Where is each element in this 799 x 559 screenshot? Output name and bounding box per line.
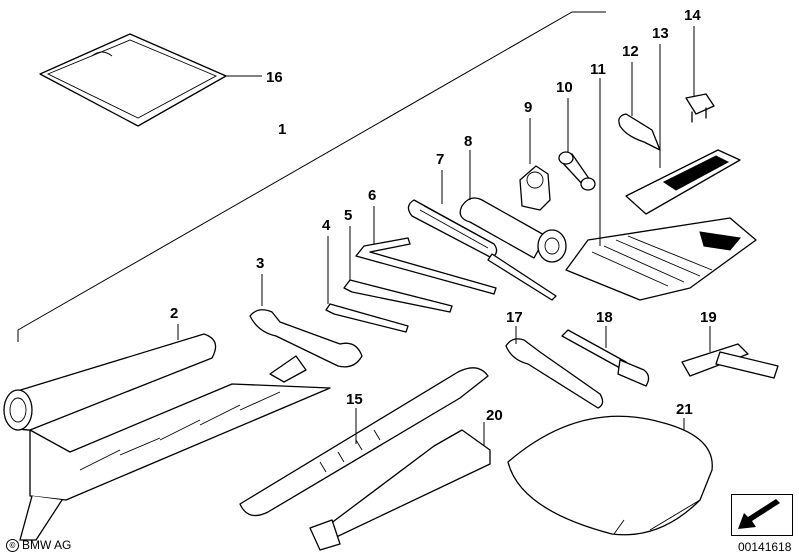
callout-6: 6 — [368, 187, 376, 204]
callout-3: 3 — [256, 255, 264, 272]
part-12-bit[interactable] — [618, 62, 661, 151]
part-6-hex-key[interactable] — [355, 206, 497, 295]
callout-15: 15 — [346, 391, 363, 408]
callout-16: 16 — [266, 69, 283, 86]
copyright-notice: © BMW AG — [6, 538, 71, 552]
callout-20: 20 — [486, 407, 503, 424]
kit-bracket — [17, 11, 606, 342]
part-9-clamp[interactable] — [519, 118, 551, 211]
part-7-screwdriver[interactable] — [407, 170, 557, 301]
document-number: 00141618 — [738, 540, 792, 554]
part-18-socket-wrench[interactable] — [561, 326, 650, 387]
part-13-fuse-puller[interactable] — [625, 44, 741, 215]
callout-21: 21 — [676, 401, 693, 418]
part-11-tool-pouch[interactable] — [565, 78, 757, 301]
part-16-document-folder[interactable] — [39, 33, 262, 127]
callout-18: 18 — [596, 309, 613, 326]
callout-8: 8 — [464, 133, 472, 150]
callout-labels: 1 2 3 4 5 6 7 8 9 10 11 12 13 14 15 16 1… — [170, 7, 717, 424]
callout-10: 10 — [556, 79, 573, 96]
callout-11: 11 — [590, 61, 606, 78]
copyright-icon: © — [6, 538, 19, 552]
part-5-hex-key[interactable] — [343, 226, 453, 313]
callout-2: 2 — [170, 305, 178, 322]
navigation-arrow-button[interactable] — [731, 494, 793, 536]
part-3-open-end-wrench[interactable] — [249, 274, 363, 368]
arrow-down-left-icon — [738, 499, 780, 529]
part-17-hook-wrench[interactable] — [505, 326, 604, 409]
callout-12: 12 — [622, 43, 639, 60]
callout-1: 1 — [278, 121, 286, 138]
part-2-tool-roll[interactable] — [3, 324, 331, 541]
part-14-fuse[interactable] — [685, 26, 715, 123]
part-21-cushion[interactable] — [507, 415, 713, 536]
part-4-hex-key[interactable] — [325, 236, 409, 333]
callout-14: 14 — [684, 7, 701, 24]
part-20-strap[interactable] — [309, 422, 491, 551]
callout-17: 17 — [506, 309, 523, 326]
callout-13: 13 — [652, 25, 669, 42]
callout-7: 7 — [436, 151, 444, 168]
callout-19: 19 — [700, 309, 717, 326]
part-15-combination-wrench[interactable] — [239, 367, 489, 517]
part-19-feeler-gauge[interactable] — [681, 326, 779, 379]
copyright-text: BMW AG — [22, 538, 72, 552]
callout-9: 9 — [524, 99, 532, 116]
part-10-bolt[interactable] — [558, 98, 596, 191]
callout-5: 5 — [344, 207, 352, 224]
callout-4: 4 — [322, 217, 331, 234]
part-8-spark-plug-wrench[interactable] — [459, 150, 567, 263]
